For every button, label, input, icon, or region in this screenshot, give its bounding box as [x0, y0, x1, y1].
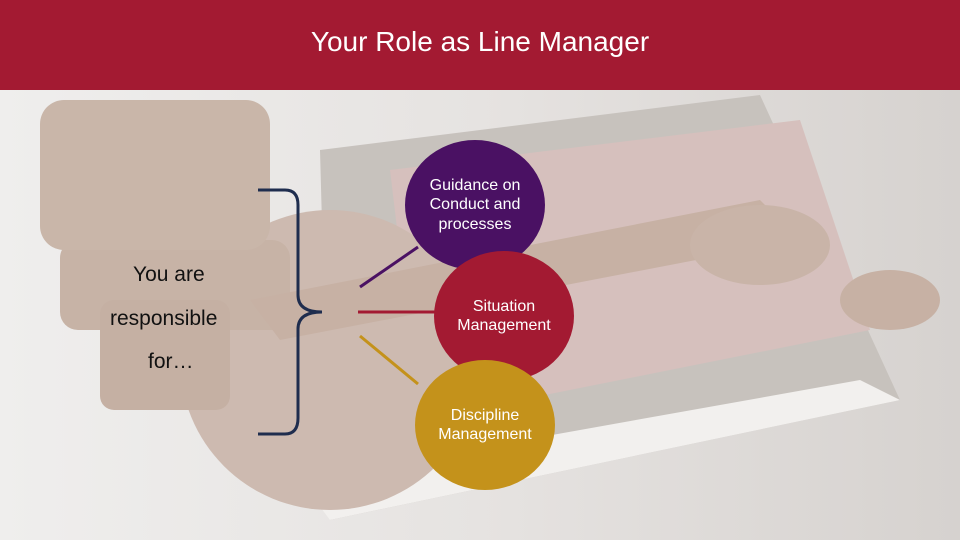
- lead-text-line-2: responsible: [110, 307, 218, 330]
- brace-bracket: [258, 188, 323, 436]
- situation-circle: Situation Management: [434, 251, 574, 381]
- guidance-label: Guidance on Conduct and processes: [429, 176, 521, 233]
- connector-guidance: [359, 245, 419, 289]
- guidance-circle: Guidance on Conduct and processes: [405, 140, 545, 270]
- title-bar: Your Role as Line Manager: [0, 0, 960, 90]
- lead-text-line-3: for…: [148, 350, 194, 373]
- situation-label: Situation Management: [457, 297, 551, 335]
- connector-discipline: [359, 334, 419, 386]
- lead-text-line-1: You are: [133, 263, 205, 286]
- discipline-label: Discipline Management: [438, 406, 532, 444]
- discipline-circle: Discipline Management: [415, 360, 555, 490]
- slide-title: Your Role as Line Manager: [310, 26, 650, 57]
